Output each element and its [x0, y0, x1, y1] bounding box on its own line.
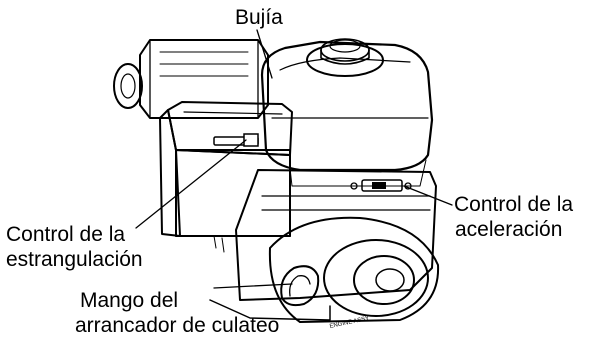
spark-plug-label: Bujía	[235, 6, 283, 29]
air-cleaner	[159, 101, 293, 237]
starter-label-line1: Mango del	[80, 289, 178, 312]
cylinder-head	[113, 39, 269, 119]
starter-handle	[280, 265, 320, 307]
svg-text:ENGINE ASSY: ENGINE ASSY	[329, 316, 370, 330]
engine-block	[209, 169, 437, 321]
spark-plug-leader	[256, 29, 273, 79]
throttle-leader	[403, 185, 453, 206]
recoil-starter: ENGINE ASSY	[268, 216, 440, 330]
choke-leader	[135, 139, 247, 229]
fuel-tank	[260, 38, 434, 187]
throttle-label-line1: Control de la	[454, 193, 573, 216]
throttle-label-line2: aceleración	[455, 218, 562, 241]
engine-illustration: ENGINE ASSY	[113, 38, 440, 330]
choke-label-line1: Control de la	[6, 223, 125, 246]
starter-leader	[213, 283, 293, 289]
choke-lever	[213, 133, 259, 147]
leader-lines	[135, 29, 453, 289]
starter-label-line2: arrancador de culateo	[75, 314, 279, 337]
choke-label-line2: estrangulación	[6, 248, 143, 271]
